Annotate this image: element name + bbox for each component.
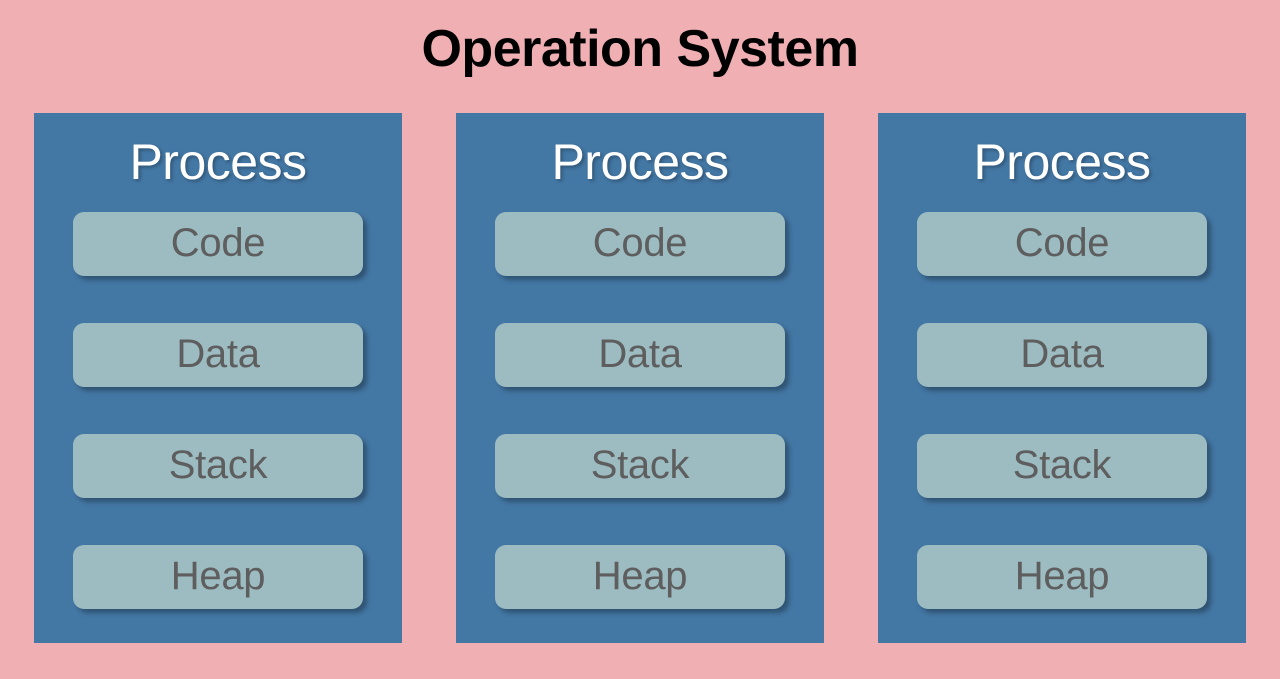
segment-label: Code (170, 221, 266, 265)
segment-label: Heap (1014, 554, 1110, 598)
segment-list-3: Code Data Stack Heap (878, 212, 1246, 609)
segment-data-2[interactable]: Data (495, 323, 785, 387)
segment-data-1[interactable]: Data (73, 323, 363, 387)
page-title: Operation System (421, 20, 859, 78)
segment-heap-1[interactable]: Heap (73, 545, 363, 609)
segment-label: Data (598, 332, 682, 376)
segment-heap-2[interactable]: Heap (495, 545, 785, 609)
segment-label: Stack (590, 443, 690, 487)
segment-label: Stack (1012, 443, 1112, 487)
segment-label: Data (176, 332, 260, 376)
segment-label: Code (1014, 221, 1110, 265)
segment-stack-1[interactable]: Stack (73, 434, 363, 498)
process-box-2[interactable]: Process Code Data Stack Heap (456, 113, 824, 643)
process-title-3: Process (973, 134, 1151, 190)
process-title-1: Process (129, 134, 307, 190)
segment-stack-3[interactable]: Stack (917, 434, 1207, 498)
segment-heap-3[interactable]: Heap (917, 545, 1207, 609)
process-box-3[interactable]: Process Code Data Stack Heap (878, 113, 1246, 643)
process-row: Process Code Data Stack Heap Process (34, 113, 1246, 643)
segment-code-1[interactable]: Code (73, 212, 363, 276)
segment-label: Code (592, 221, 688, 265)
segment-label: Stack (168, 443, 268, 487)
segment-list-1: Code Data Stack Heap (34, 212, 402, 609)
segment-code-3[interactable]: Code (917, 212, 1207, 276)
segment-code-2[interactable]: Code (495, 212, 785, 276)
segment-label: Heap (592, 554, 688, 598)
process-title-2: Process (551, 134, 729, 190)
process-box-1[interactable]: Process Code Data Stack Heap (34, 113, 402, 643)
segment-label: Heap (170, 554, 266, 598)
segment-stack-2[interactable]: Stack (495, 434, 785, 498)
segment-label: Data (1020, 332, 1104, 376)
segment-data-3[interactable]: Data (917, 323, 1207, 387)
segment-list-2: Code Data Stack Heap (456, 212, 824, 609)
